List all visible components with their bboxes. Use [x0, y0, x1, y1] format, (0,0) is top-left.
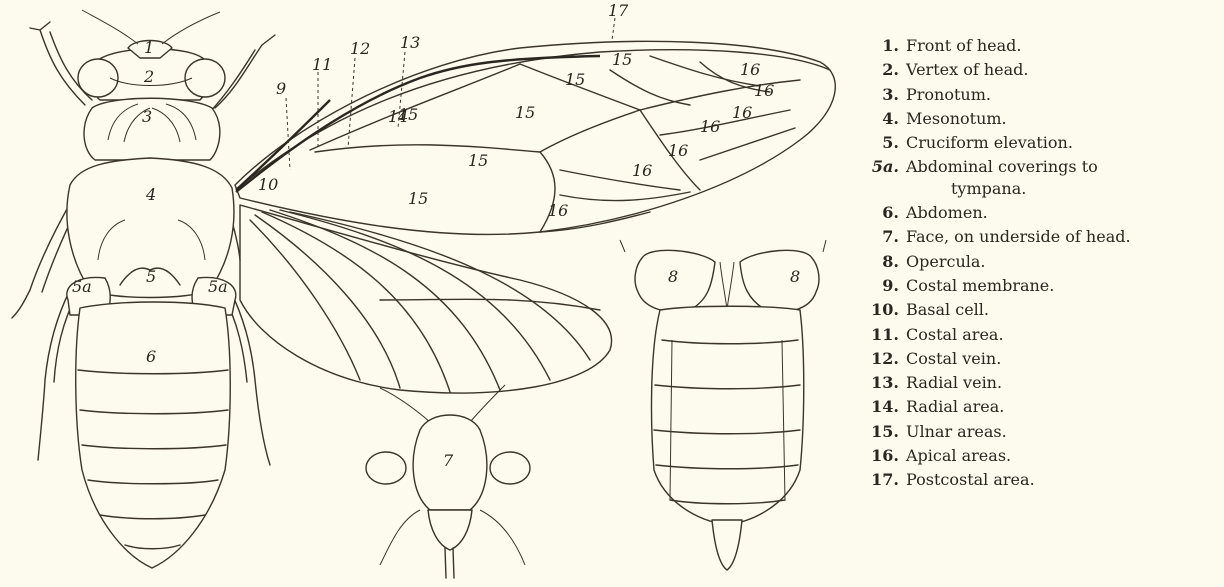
- label-3: 3: [142, 107, 152, 126]
- label-15-a: 15: [612, 50, 632, 69]
- hindwing: [240, 205, 612, 393]
- legend-number: 11.: [866, 323, 899, 347]
- label-5a-right: 5a: [208, 277, 228, 296]
- label-15-e: 15: [408, 189, 428, 208]
- label-17: 17: [608, 1, 629, 20]
- legend-text: Radial area.: [906, 397, 1004, 416]
- legend-number: 5a.: [866, 155, 899, 179]
- label-16-a: 16: [740, 60, 760, 79]
- legend-item: 3. Pronotum.: [866, 83, 1131, 107]
- legend-number: 15.: [866, 420, 899, 444]
- legend-number: 6.: [866, 201, 899, 225]
- label-16-e: 16: [668, 141, 688, 160]
- legend-text: Costal membrane.: [906, 276, 1054, 295]
- label-15-d: 15: [468, 151, 488, 170]
- legend-item: 13. Radial vein.: [866, 371, 1131, 395]
- legend-number: 8.: [866, 250, 899, 274]
- legend-item: 2. Vertex of head.: [866, 58, 1131, 82]
- label-6: 6: [146, 347, 156, 366]
- legend-text-continued: tympana.: [906, 177, 1131, 201]
- legend-number: 17.: [866, 468, 899, 492]
- legend-number: 3.: [866, 83, 899, 107]
- label-16-g: 16: [548, 201, 568, 220]
- label-5a-left: 5a: [72, 277, 92, 296]
- legend-item: 15. Ulnar areas.: [866, 420, 1131, 444]
- legend-item: 10. Basal cell.: [866, 298, 1131, 322]
- legend-item: 12. Costal vein.: [866, 347, 1131, 371]
- legend-item: 4. Mesonotum.: [866, 107, 1131, 131]
- legend-number: 2.: [866, 58, 899, 82]
- legend-text: Front of head.: [906, 36, 1021, 55]
- label-8-right: 8: [790, 267, 800, 286]
- label-15-f: 15: [398, 105, 418, 124]
- legend-number: 9.: [866, 274, 899, 298]
- legend-item: 1. Front of head.: [866, 34, 1131, 58]
- underside-diagram: [620, 240, 826, 570]
- label-16-c: 16: [732, 103, 752, 122]
- legend-list: 1. Front of head. 2. Vertex of head. 3. Pro…: [866, 34, 1131, 493]
- face-diagram: [366, 385, 530, 578]
- label-15-c: 15: [515, 103, 535, 122]
- legend-item: 14. Radial area.: [866, 395, 1131, 419]
- legend-text: Opercula.: [906, 252, 985, 271]
- legend-item: 9. Costal membrane.: [866, 274, 1131, 298]
- label-13: 13: [400, 33, 420, 52]
- legend-text: Abdomen.: [906, 203, 988, 222]
- label-7: 7: [443, 451, 454, 470]
- label-10: 10: [258, 175, 278, 194]
- legend-text: Face, on underside of head.: [906, 227, 1131, 246]
- legend-number: 12.: [866, 347, 899, 371]
- legend-number: 1.: [866, 34, 899, 58]
- label-4: 4: [145, 185, 156, 204]
- label-8-left: 8: [668, 267, 678, 286]
- label-1: 1: [144, 38, 154, 57]
- legend-text: Abdominal coverings to: [906, 157, 1098, 176]
- legend-number: 7.: [866, 225, 899, 249]
- label-16-d: 16: [700, 117, 720, 136]
- legend-text: Costal area.: [906, 325, 1004, 344]
- label-12: 12: [350, 39, 370, 58]
- legend-text: Radial vein.: [906, 373, 1002, 392]
- legend-item: 16. Apical areas.: [866, 444, 1131, 468]
- legend-text: Cruciform elevation.: [906, 133, 1073, 152]
- legend-text: Costal vein.: [906, 349, 1001, 368]
- legend-number: 14.: [866, 395, 899, 419]
- legend-item: 11. Costal area.: [866, 323, 1131, 347]
- label-9: 9: [276, 79, 286, 98]
- label-2: 2: [143, 67, 154, 86]
- label-16-f: 16: [632, 161, 652, 180]
- legend-text: Apical areas.: [906, 446, 1011, 465]
- legend-text: Ulnar areas.: [906, 422, 1007, 441]
- legend-item: 5. Cruciform elevation.: [866, 131, 1131, 155]
- label-16-b: 16: [754, 81, 774, 100]
- legend-text: Basal cell.: [906, 300, 989, 319]
- legend-item: 17. Postcostal area.: [866, 468, 1131, 492]
- legend-number: 16.: [866, 444, 899, 468]
- legend-text: Mesonotum.: [906, 109, 1007, 128]
- legend-item: 8. Opercula.: [866, 250, 1131, 274]
- legend-item: 6. Abdomen.: [866, 201, 1131, 225]
- legend-text: Postcostal area.: [906, 470, 1035, 489]
- legend-number: 10.: [866, 298, 899, 322]
- legend-text: Pronotum.: [906, 85, 991, 104]
- label-5: 5: [146, 267, 156, 286]
- legend-number: 4.: [866, 107, 899, 131]
- label-15-b: 15: [565, 70, 585, 89]
- legend-text: Vertex of head.: [906, 60, 1029, 79]
- label-11: 11: [312, 55, 332, 74]
- cicada-diagram: 1 2 3 4 5 5a 5a 6 7 8 8 9 10 11 12 13 14…: [0, 0, 860, 587]
- legend-item: 7. Face, on underside of head.: [866, 225, 1131, 249]
- legend-number: 13.: [866, 371, 899, 395]
- legend-number: 5.: [866, 131, 899, 155]
